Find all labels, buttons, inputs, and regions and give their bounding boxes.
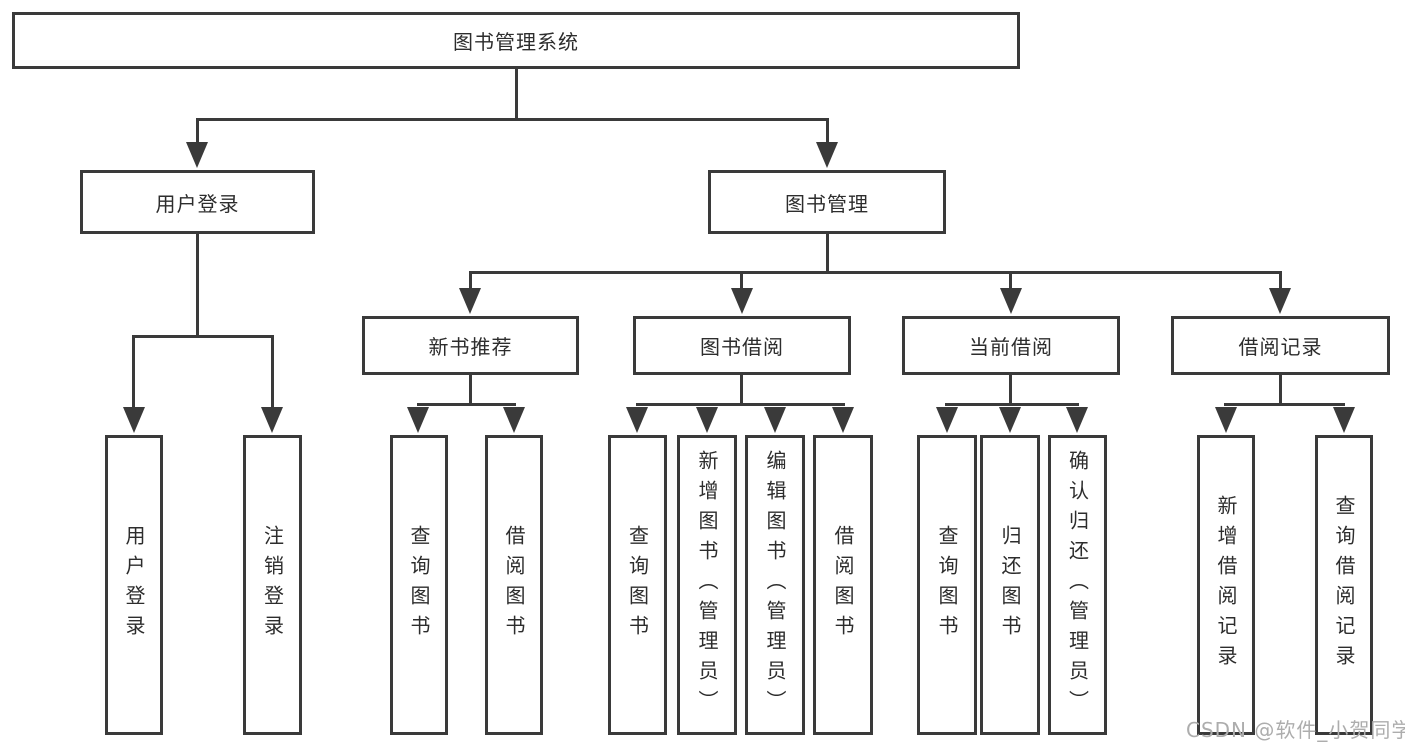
arrow-down-icon [1066,407,1088,433]
node-book-borrowing: 图书借阅 [633,316,851,375]
node-user-login-leaf: 用户登录 [105,435,163,735]
node-query-books-recommend: 查询图书 [390,435,448,735]
connector-vline [1279,375,1282,403]
connector-hline [636,403,845,406]
connector-vline [1009,375,1012,403]
connector-hline [132,335,274,338]
arrow-down-icon [626,407,648,433]
arrow-down-icon [696,407,718,433]
connector-vline [196,118,199,146]
arrow-down-icon [1333,407,1355,433]
node-query-borrow-record: 查询借阅记录 [1315,435,1373,735]
arrow-down-icon [186,142,208,168]
arrow-down-icon [764,407,786,433]
node-add-borrow-record: 新增借阅记录 [1197,435,1255,735]
connector-hline [469,271,1282,274]
node-current-borrowing: 当前借阅 [902,316,1120,375]
node-query-books-current: 查询图书 [917,435,977,735]
connector-vline [469,271,472,292]
node-user-login: 用户登录 [80,170,315,234]
connector-vline [271,335,274,411]
csdn-watermark: CSDN @软件_小贺同学 [1186,718,1405,742]
arrow-down-icon [936,407,958,433]
node-edit-book-admin: 编辑图书（管理员） [745,435,805,735]
arrow-down-icon [123,407,145,433]
connector-hline [1224,403,1345,406]
node-query-books-borrow: 查询图书 [608,435,667,735]
arrow-down-icon [261,407,283,433]
connector-hline [417,403,516,406]
connector-vline [1009,271,1012,292]
node-book-management: 图书管理 [708,170,946,234]
node-add-book-admin: 新增图书（管理员） [677,435,737,735]
connector-vline [515,69,518,118]
connector-hline [196,118,829,121]
arrow-down-icon [503,407,525,433]
node-new-book-recommendation: 新书推荐 [362,316,579,375]
connector-vline [826,118,829,146]
connector-vline [1279,271,1282,292]
connector-vline [196,234,199,335]
node-return-book: 归还图书 [980,435,1040,735]
arrow-down-icon [1215,407,1237,433]
connector-vline [132,335,135,411]
node-borrowing-records: 借阅记录 [1171,316,1390,375]
arrow-down-icon [731,288,753,314]
connector-hline [945,403,1079,406]
connector-vline [740,375,743,403]
arrow-down-icon [816,142,838,168]
node-borrow-books-recommend: 借阅图书 [485,435,543,735]
node-book-management-system: 图书管理系统 [12,12,1020,69]
arrow-down-icon [459,288,481,314]
arrow-down-icon [1000,288,1022,314]
node-borrow-books-leaf: 借阅图书 [813,435,873,735]
arrow-down-icon [832,407,854,433]
arrow-down-icon [1269,288,1291,314]
arrow-down-icon [999,407,1021,433]
node-confirm-return-admin: 确认归还（管理员） [1048,435,1107,735]
connector-vline [469,375,472,403]
connector-vline [826,234,829,271]
node-logout: 注销登录 [243,435,302,735]
connector-vline [740,271,743,292]
arrow-down-icon [407,407,429,433]
